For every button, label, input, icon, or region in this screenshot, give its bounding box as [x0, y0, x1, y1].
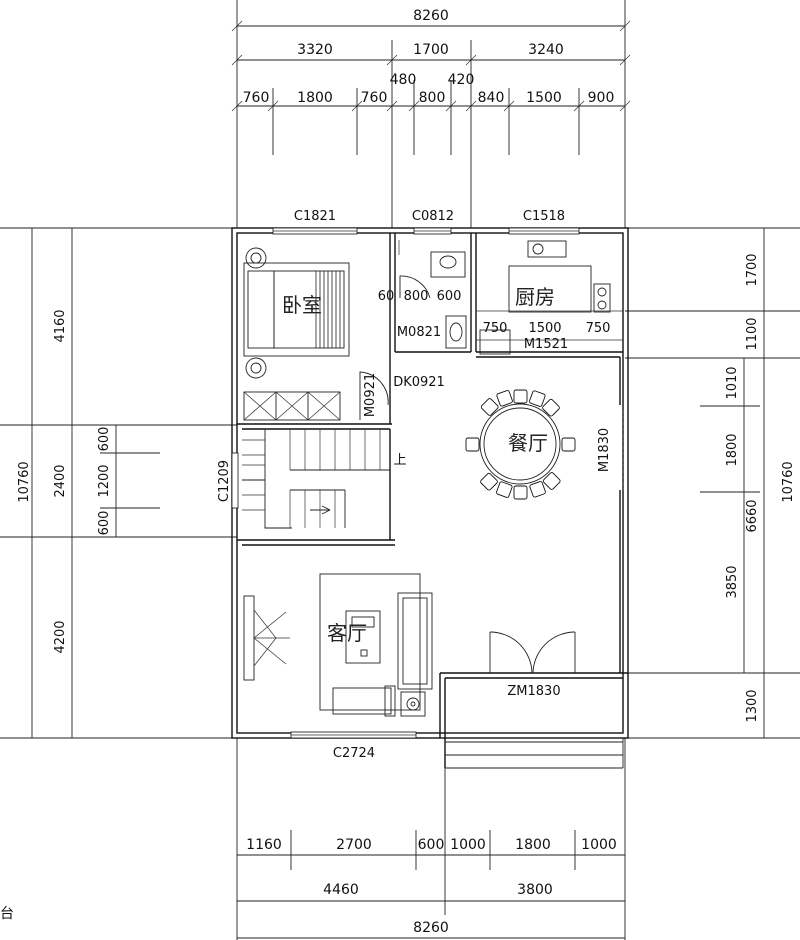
- right-dimensions: 1700 1100 1010 1800 3850 1300 6660 10760: [625, 227, 800, 739]
- dim-left-3: 4200: [53, 620, 68, 653]
- bath-dim-800: 800: [404, 289, 429, 304]
- dim-top-r1-2: 1700: [413, 42, 449, 58]
- dim-left-2: 2400: [53, 464, 68, 497]
- dim-right-1: 1700: [745, 253, 760, 286]
- dim-bot-r1-4: 1000: [450, 837, 486, 853]
- dim-right-4: 1800: [725, 433, 740, 466]
- bottom-dimensions: 1160 2700 600 1000 1800 1000 4460 3800 8…: [0, 738, 626, 940]
- dim-right-inner: 6660: [745, 499, 760, 532]
- room-dining: 餐厅: [508, 431, 548, 455]
- dim-top-r2-7: 840: [478, 90, 505, 106]
- dim-right-2: 1100: [745, 317, 760, 350]
- door-m0921: M0921: [363, 373, 378, 417]
- dim-bot-r1-5: 1800: [515, 837, 551, 853]
- room-living: 客厅: [327, 621, 367, 645]
- bedroom-furniture: [243, 247, 389, 421]
- dim-top-r2-6: 420: [448, 72, 475, 88]
- bath-dim-60: 60: [378, 289, 395, 304]
- dim-left-total: 10760: [17, 461, 32, 502]
- kitchen-dim-1500: 1500: [528, 321, 561, 336]
- window-c0812: C0812: [412, 209, 454, 224]
- dim-top-total: 8260: [413, 8, 449, 24]
- top-dimensions: 8260 3320 1700 3240 760 1800 760 480 800…: [231, 0, 631, 228]
- window-markers: [231, 227, 580, 739]
- door-m0821: M0821: [397, 325, 441, 340]
- dim-stair-2: 1200: [97, 464, 112, 497]
- door-m1521: M1521: [524, 337, 568, 352]
- dim-top-r2-2: 1800: [297, 90, 333, 106]
- dim-bot-r2-1: 4460: [323, 882, 359, 898]
- dim-top-r1-3: 3240: [528, 42, 564, 58]
- dim-right-3: 1010: [725, 366, 740, 399]
- dim-bot-r1-2: 2700: [336, 837, 372, 853]
- window-c1821: C1821: [294, 209, 336, 224]
- kitchen-dim-750-right: 750: [586, 321, 611, 336]
- left-dimensions: 10760 4160 2400 4200 600 1200 600: [0, 227, 237, 739]
- window-c1209: C1209: [217, 460, 232, 502]
- dim-top-r1-1: 3320: [297, 42, 333, 58]
- staircase: [242, 429, 390, 529]
- dim-right-total: 10760: [781, 461, 796, 502]
- dim-top-r2-9: 900: [588, 90, 615, 106]
- dim-bot-r2-2: 3800: [517, 882, 553, 898]
- dim-top-r2-8: 1500: [526, 90, 562, 106]
- dim-top-r2-3: 760: [361, 90, 388, 106]
- dim-bot-r1-6: 1000: [581, 837, 617, 853]
- dim-right-5: 3850: [725, 565, 740, 598]
- bathroom-fixtures: [398, 240, 467, 349]
- kitchen-dim-750-left: 750: [483, 321, 508, 336]
- dim-stair-3: 600: [97, 511, 112, 536]
- dim-bot-total: 8260: [413, 920, 449, 936]
- door-dk0921: DK0921: [393, 375, 445, 390]
- entrance-door: [489, 631, 576, 674]
- dim-top-r2-1: 760: [243, 90, 270, 106]
- room-kitchen: 厨房: [515, 285, 555, 309]
- window-c1518: C1518: [523, 209, 565, 224]
- door-m1830: M1830: [597, 428, 612, 472]
- living-furniture: [243, 573, 433, 717]
- window-c2724: C2724: [333, 746, 375, 761]
- dim-stair-1: 600: [97, 427, 112, 452]
- stair-up-label: 上: [393, 453, 406, 468]
- dim-top-r2-5: 800: [419, 90, 446, 106]
- door-zm1830: ZM1830: [507, 684, 560, 699]
- dining-table: [465, 389, 576, 500]
- dim-right-6: 1300: [745, 689, 760, 722]
- kitchen-fixtures: [476, 240, 623, 355]
- dim-top-r2-4: 480: [390, 72, 417, 88]
- dim-bot-r1-3: 600: [418, 837, 445, 853]
- room-bedroom: 卧室: [282, 293, 322, 317]
- dim-left-1: 4160: [53, 309, 68, 342]
- bath-dim-600: 600: [437, 289, 462, 304]
- corner-text: 台: [0, 906, 14, 922]
- dim-bot-r1-1: 1160: [246, 837, 282, 853]
